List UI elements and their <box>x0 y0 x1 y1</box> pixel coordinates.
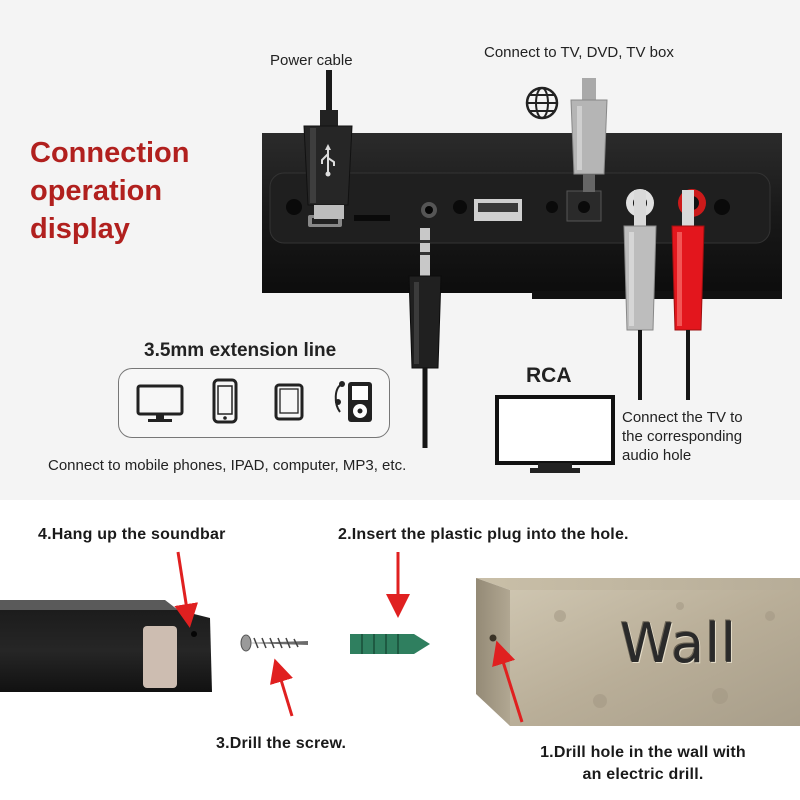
connect-mobile-label: Connect to mobile phones, IPAD, computer… <box>48 457 407 474</box>
power-cable-plug <box>303 70 353 219</box>
step3-label: 3.Drill the screw. <box>216 735 347 752</box>
connect-tv-dvd-label: Connect to TV, DVD, TV box <box>484 44 674 61</box>
step2-label: 2.Insert the plastic plug into the hole. <box>338 526 629 543</box>
globe-icon <box>525 86 559 120</box>
wall-label: Wall <box>620 612 738 675</box>
connect-tv-audio-label: Connect the TV to the corresponding audi… <box>622 409 743 464</box>
screw-icon <box>240 634 308 652</box>
phone-icon <box>212 378 238 424</box>
device-icons-box <box>118 368 390 438</box>
step4-label: 4.Hang up the soundbar <box>38 526 226 543</box>
dc-plug <box>570 78 608 192</box>
monitor-icon <box>136 384 184 422</box>
connection-heading: Connection operation display <box>30 137 190 245</box>
power-cable-label: Power cable <box>270 52 353 69</box>
step1-label: 1.Drill hole in the wall with an electri… <box>540 744 746 783</box>
soundbar-side <box>0 600 212 692</box>
tablet-icon <box>274 383 304 421</box>
wall-block <box>476 578 800 726</box>
plastic-plug-icon <box>350 634 430 654</box>
extension-line-label: 3.5mm extension line <box>144 340 337 361</box>
mp3-player-icon <box>334 381 372 422</box>
aux-plug <box>408 228 442 448</box>
rca-plugs <box>623 190 705 400</box>
tv-icon <box>495 395 615 473</box>
rca-label: RCA <box>526 364 572 387</box>
